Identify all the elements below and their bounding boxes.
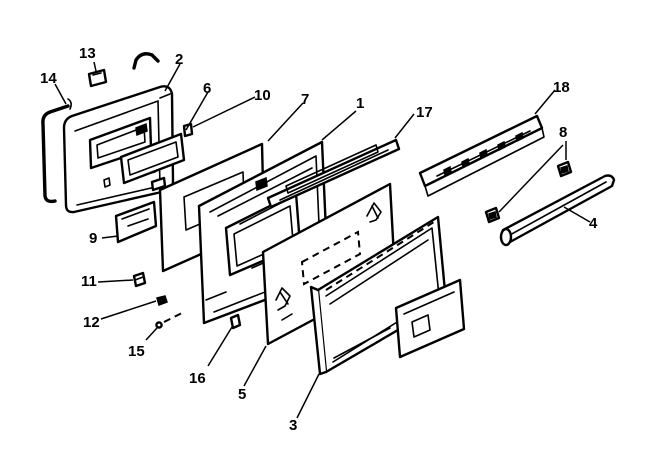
part-14-handle-bracket <box>41 98 72 204</box>
callout-9: 9 <box>89 230 97 247</box>
part-3-glass-insert <box>394 278 466 359</box>
part-15-screw <box>155 311 185 329</box>
callout-15: 15 <box>128 343 145 360</box>
callout-1: 1 <box>356 95 364 112</box>
callout-8: 8 <box>559 124 567 141</box>
callout-2: 2 <box>175 51 183 68</box>
part-18-vent-rail <box>418 114 545 197</box>
part-16-block <box>229 313 242 330</box>
leader-lines <box>54 61 591 419</box>
part-13-clip <box>87 68 108 88</box>
callout-11: 11 <box>81 273 97 290</box>
callout-labels: 1 2 3 4 5 6 7 8 9 10 11 12 13 14 15 16 1… <box>40 45 598 434</box>
callout-14: 14 <box>40 70 57 87</box>
part-8-caps <box>484 160 573 224</box>
callout-18: 18 <box>553 79 570 96</box>
part-6-window-frame <box>119 132 186 185</box>
callout-5: 5 <box>238 386 246 403</box>
part-11-clip <box>132 271 147 288</box>
part-4-rod <box>499 174 616 247</box>
callout-7: 7 <box>301 91 309 108</box>
part-slot-piece <box>150 176 167 192</box>
part-9-bracket <box>114 200 158 244</box>
callout-12: 12 <box>83 314 100 331</box>
part-17-top-bar <box>266 138 401 209</box>
part-hook <box>132 52 160 70</box>
part-3-door-frame <box>309 215 448 376</box>
callout-16: 16 <box>189 370 206 387</box>
part-12-nut <box>156 295 168 306</box>
callout-13: 13 <box>79 45 96 62</box>
callout-6: 6 <box>203 80 211 97</box>
callout-3: 3 <box>289 417 297 434</box>
callout-17: 17 <box>416 104 433 121</box>
callout-4: 4 <box>589 215 598 232</box>
callout-10: 10 <box>254 87 271 104</box>
